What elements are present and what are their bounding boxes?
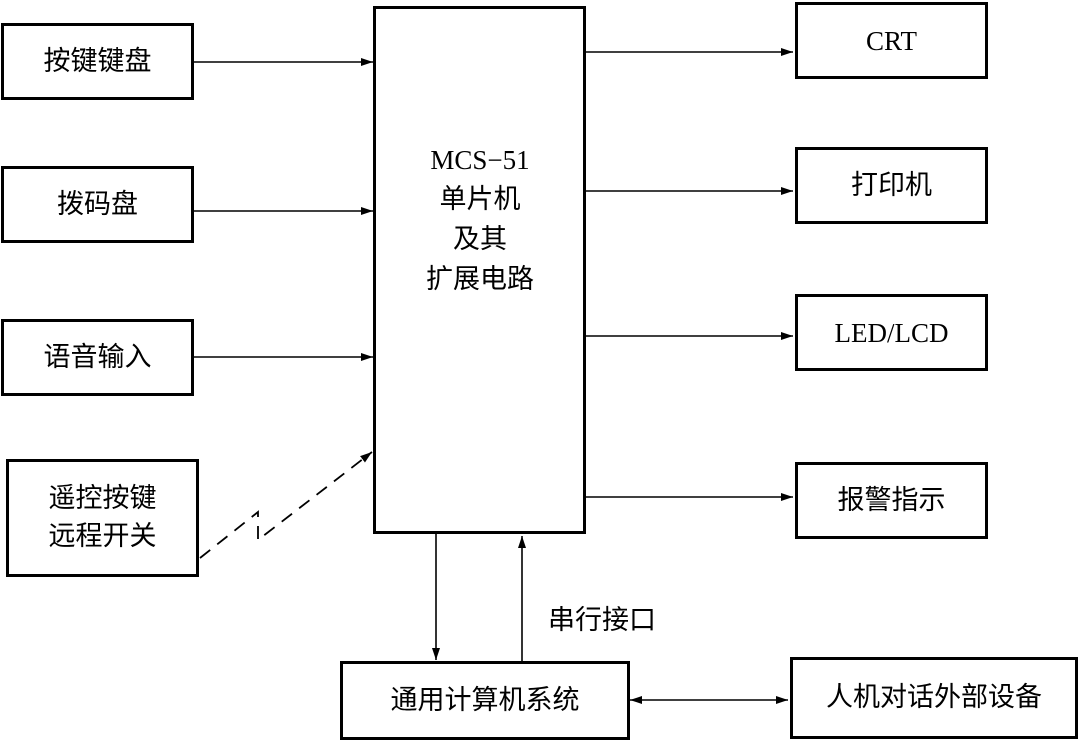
general-computer-label: 通用计算机系统: [390, 684, 580, 716]
crt-label: CRT: [866, 25, 917, 56]
mcu-box: [373, 6, 586, 534]
printer-label: 打印机: [851, 169, 932, 201]
hmi-device-label: 人机对话外部设备: [826, 682, 1042, 713]
alarm-label: 报警指示: [837, 484, 946, 516]
voice-input-label: 语音输入: [43, 341, 152, 373]
dial-box: 拨码盘: [1, 166, 194, 243]
general-computer-box: 通用计算机系统: [340, 661, 630, 740]
serial-interface-label: 串行接口: [548, 605, 656, 636]
mcu-label: MCS−51 单片机 及其 扩展电路: [376, 140, 584, 300]
display-box: LED/LCD: [795, 294, 988, 371]
keyboard-box: 按键键盘: [1, 23, 194, 100]
crt-box: CRT: [795, 2, 988, 79]
mcu-model: MCS−51: [430, 145, 530, 175]
remote-switch-label: 遥控按键 远程开关: [48, 483, 157, 552]
dial-label: 拨码盘: [57, 188, 138, 220]
mcu-line-2: 单片机: [439, 184, 521, 215]
alarm-box: 报警指示: [795, 462, 988, 539]
printer-box: 打印机: [795, 147, 988, 224]
voice-input-box: 语音输入: [1, 319, 194, 396]
mcu-line-4: 扩展电路: [426, 264, 534, 295]
display-label: LED/LCD: [834, 317, 949, 348]
mcu-line-3: 及其: [453, 224, 507, 255]
hmi-device-box: 人机对话外部设备: [790, 657, 1078, 739]
arrow-remote-wireless: [199, 451, 373, 559]
remote-switch-box: 遥控按键 远程开关: [6, 459, 199, 577]
keyboard-label: 按键键盘: [43, 45, 152, 77]
